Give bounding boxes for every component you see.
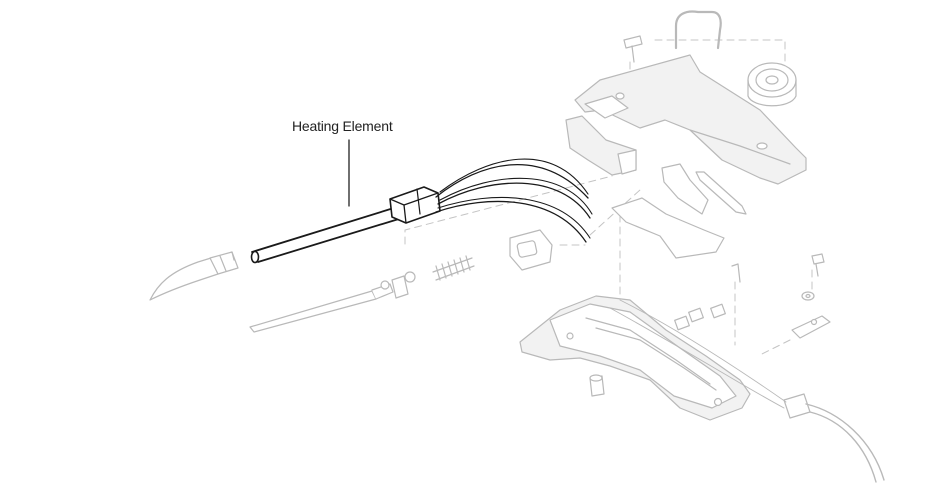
heating-element-label: Heating Element bbox=[292, 118, 393, 134]
power-cord-part bbox=[609, 299, 885, 483]
right-hardware-parts bbox=[731, 253, 831, 339]
lever-parts bbox=[661, 163, 747, 215]
wire-stand-part bbox=[674, 10, 722, 50]
heating-element-part bbox=[250, 158, 593, 264]
solder-spool-part bbox=[747, 62, 797, 107]
lower-housing-part bbox=[519, 295, 751, 421]
coil-spring-part bbox=[432, 255, 475, 281]
slide-plate-part bbox=[611, 197, 725, 259]
connector-block-part bbox=[509, 229, 553, 271]
soldering-tip-part bbox=[149, 251, 239, 301]
trigger-part bbox=[565, 115, 637, 176]
top-screw-part bbox=[623, 35, 643, 63]
tip-rod-part bbox=[249, 271, 416, 333]
upper-housing-part bbox=[574, 54, 807, 185]
bushing-parts bbox=[589, 303, 726, 397]
ghost-parts bbox=[149, 10, 885, 483]
